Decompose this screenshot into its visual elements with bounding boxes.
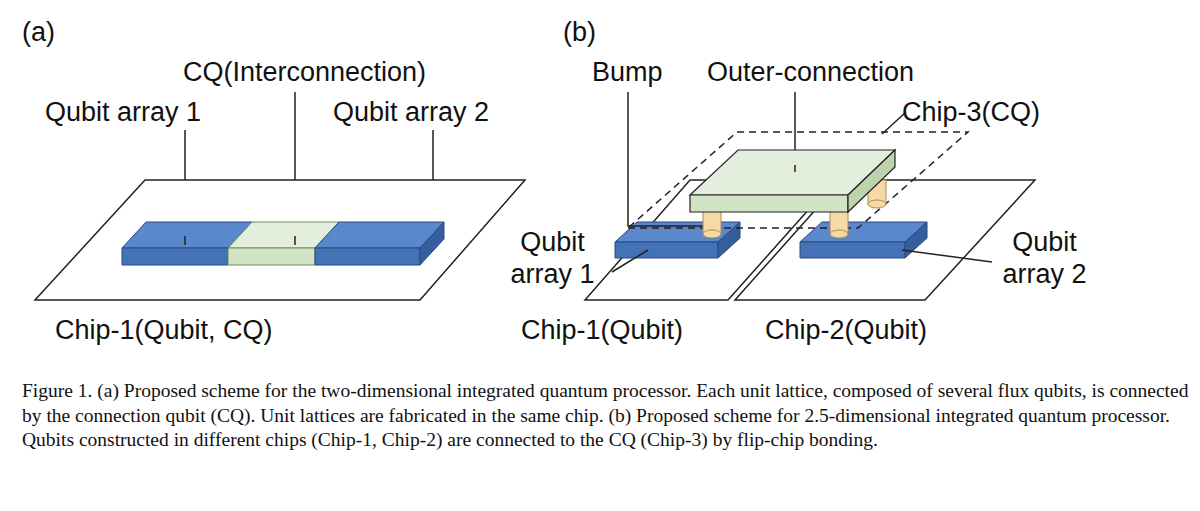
part-label: Qubit array 2 bbox=[982, 226, 1107, 290]
part-label: Chip-3(CQ) bbox=[902, 96, 1040, 128]
qubit-slab bbox=[122, 222, 444, 265]
chip-label: Chip-2(Qubit) bbox=[765, 314, 927, 346]
chip3-outline bbox=[628, 132, 968, 228]
chip-label: Chip-1(Qubit, CQ) bbox=[55, 314, 273, 346]
panel-tag: (b) bbox=[563, 16, 596, 48]
qubit-slab bbox=[615, 222, 927, 258]
figure-caption: Figure 1. (a) Proposed scheme for the tw… bbox=[22, 379, 1190, 453]
part-label: Qubit array 1 bbox=[45, 96, 201, 128]
chip-plane bbox=[35, 180, 525, 300]
part-label: Qubit array 1 bbox=[490, 226, 615, 290]
part-label: CQ(Interconnection) bbox=[183, 56, 426, 88]
part-label: Qubit array 2 bbox=[333, 96, 489, 128]
part-label: Bump bbox=[592, 56, 663, 88]
cq-block bbox=[690, 150, 895, 212]
panel-tag: (a) bbox=[22, 16, 55, 48]
part-label: Outer-connection bbox=[707, 56, 914, 88]
chip-label: Chip-1(Qubit) bbox=[521, 314, 683, 346]
